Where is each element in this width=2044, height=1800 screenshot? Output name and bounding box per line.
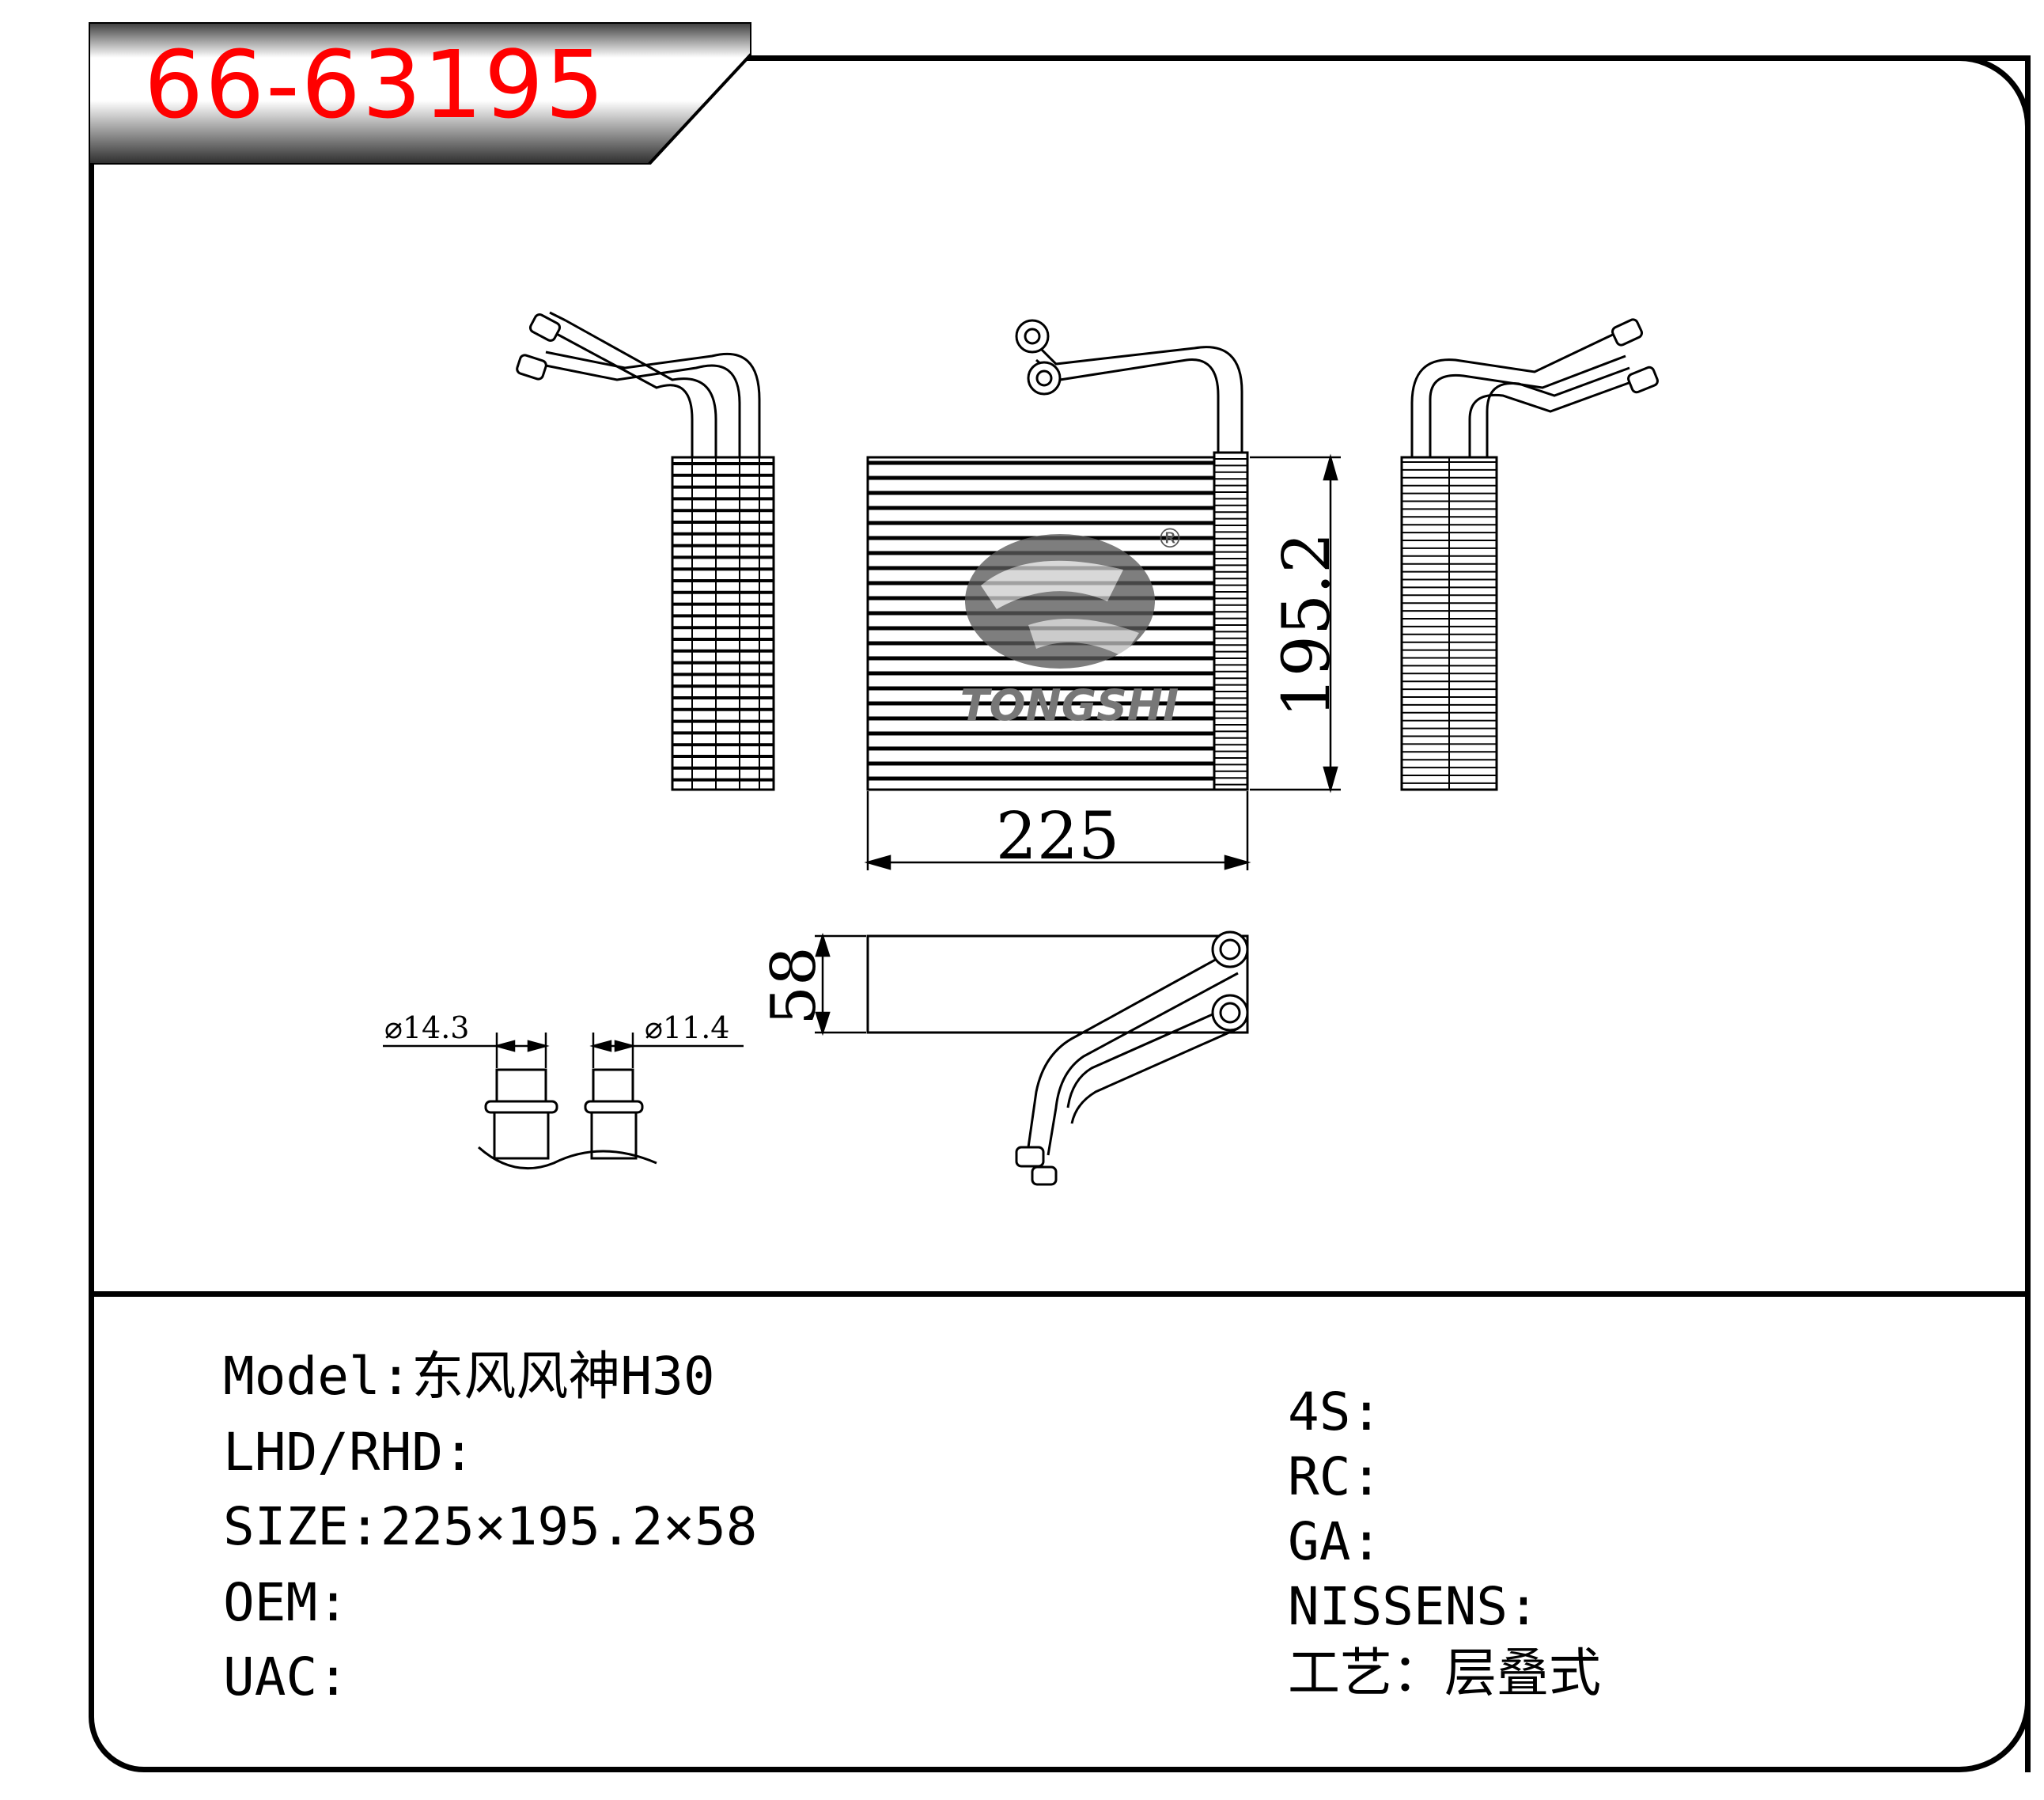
frame-divider: [89, 1291, 2031, 1297]
spec-process: 工艺：层叠式: [1288, 1643, 1601, 1703]
right-view-fins: [1402, 457, 1497, 790]
spec-uac: UAC:: [223, 1647, 349, 1707]
part-number: 66-63195: [144, 30, 607, 139]
dim-depth-label: 58: [759, 946, 830, 1025]
watermark-registered: ®: [1156, 523, 1183, 555]
spec-4s: 4S:: [1288, 1381, 1383, 1442]
front-view-header: [1214, 458, 1247, 786]
spec-model: Model:东风风神H30: [223, 1346, 715, 1407]
left-view-fins: [672, 457, 774, 790]
drawing-frame-corner: [89, 55, 2031, 1772]
spec-nissens: NISSENS:: [1288, 1576, 1539, 1637]
dim-height-label: 195.2: [1270, 532, 1345, 718]
evaporator-right-view: [1400, 318, 1659, 791]
tongshi-logo: [965, 534, 1155, 669]
spec-oem: OEM:: [223, 1572, 349, 1633]
spec-rc: RC:: [1288, 1446, 1383, 1507]
evaporator-front-view: TONGSHI ® 225 195.2: [864, 319, 1345, 874]
evaporator-top-view: 58: [759, 930, 1249, 1186]
pipe-dia-large-label: ⌀14.3: [384, 1010, 470, 1045]
spec-size: SIZE:225×195.2×58: [223, 1496, 758, 1557]
pipe-dia-small-label: ⌀11.4: [645, 1010, 730, 1045]
dim-width-label: 225: [996, 799, 1120, 874]
watermark-text: TONGSHI: [960, 680, 1179, 730]
part-number-tab: 66-63195: [89, 22, 751, 165]
spec-ga: GA:: [1288, 1511, 1383, 1572]
evaporator-left-view: [516, 311, 775, 791]
pipe-connector-detail: ⌀14.3 ⌀11.4: [383, 1010, 744, 1170]
technical-drawing: TONGSHI ® 225 195.2: [383, 311, 1659, 1186]
front-view-fins: [868, 460, 1214, 781]
spec-lhd-rhd: LHD/RHD:: [223, 1422, 475, 1483]
part-tab-background: [89, 22, 751, 165]
